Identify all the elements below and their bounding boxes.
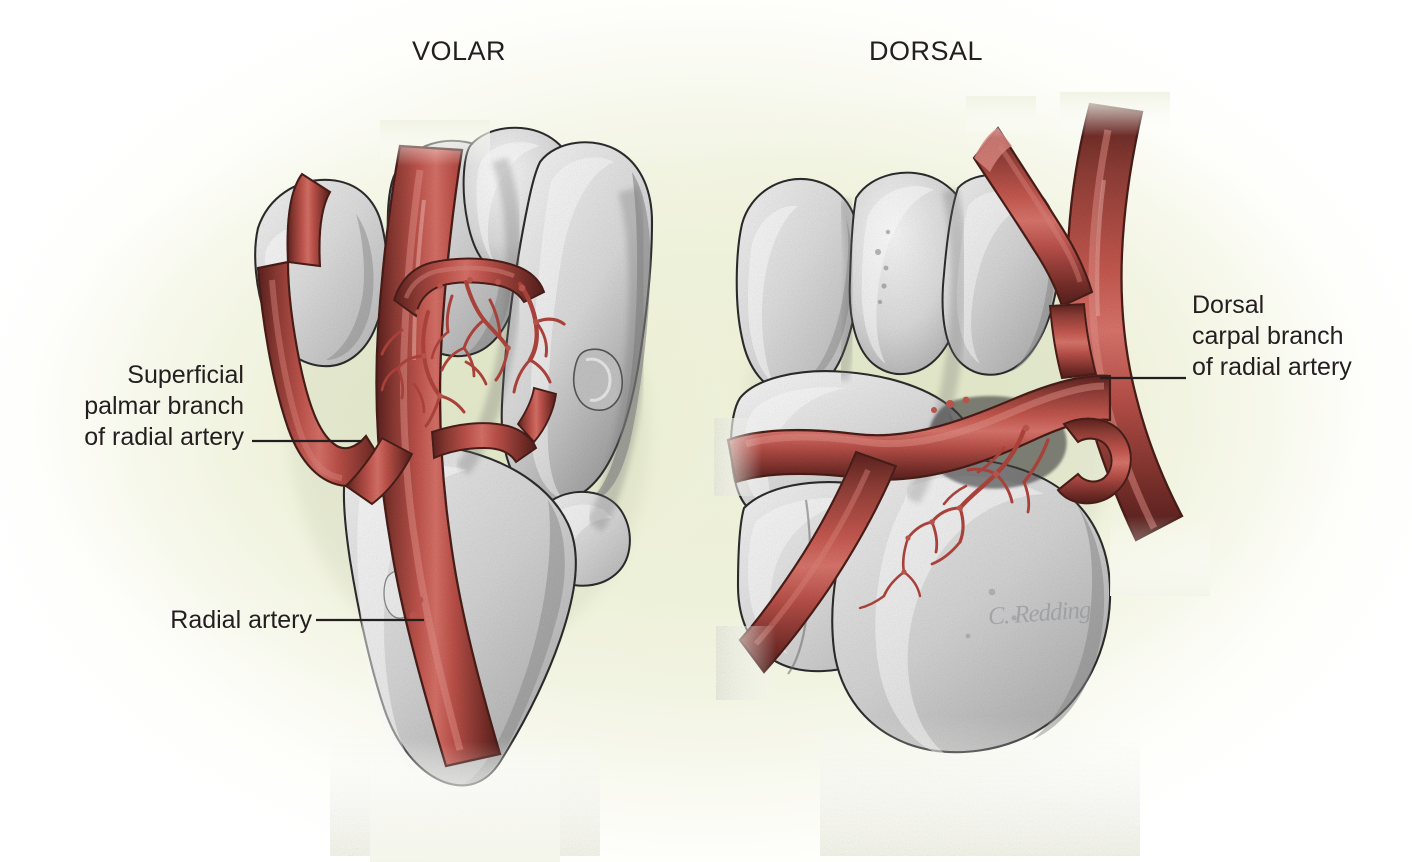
dorsal-descending-branch bbox=[716, 450, 898, 700]
dorsal-arteries bbox=[714, 92, 1210, 700]
palmar-carpal-branch-volar bbox=[430, 386, 558, 464]
superficial-palmar-branch-volar bbox=[256, 172, 414, 506]
volar-arteries bbox=[256, 120, 566, 862]
volar-intercarpal-arch bbox=[392, 257, 546, 318]
dorsal-upper-branch bbox=[972, 126, 1094, 308]
label-radial-artery: Radial artery bbox=[170, 606, 312, 634]
dorsal-connector-branch bbox=[1048, 302, 1098, 380]
volar-vessel-nodes bbox=[409, 277, 539, 621]
dorsal-artery-loop bbox=[1056, 417, 1132, 505]
label-dorsal-carpal-branch: Dorsal carpal branch of radial artery bbox=[1192, 291, 1352, 381]
dorsal-carpal-branch-artery bbox=[714, 374, 1112, 496]
panel-title-volar: VOLAR bbox=[412, 36, 507, 66]
leader-lines bbox=[252, 376, 1186, 622]
dorsal-vessel-nodes bbox=[901, 396, 1030, 575]
dorsal-illustration bbox=[714, 92, 1210, 856]
volar-illustration bbox=[254, 120, 654, 862]
panel-title-dorsal: DORSAL bbox=[869, 36, 984, 66]
label-superficial-palmar-branch: Superficial palmar branch of radial arte… bbox=[84, 361, 244, 451]
